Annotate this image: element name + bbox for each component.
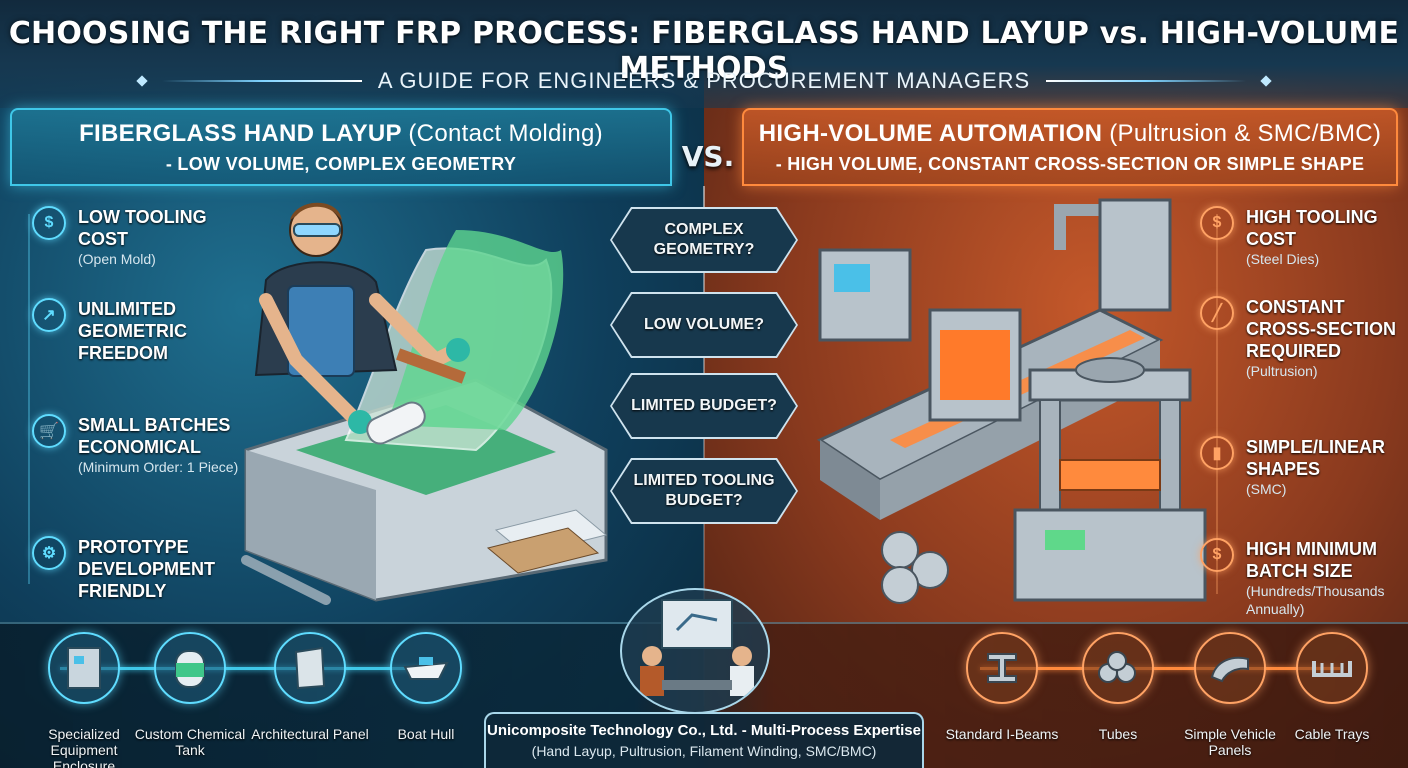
app-chemical-tank: Custom Chemical Tank <box>130 632 250 758</box>
right-connector-line <box>980 667 1340 670</box>
question-limited-tooling-budget: LIMITED TOOLING BUDGET? <box>612 460 796 522</box>
feature-high-tooling-cost: $ HIGH TOOLING COST (Steel Dies) <box>1200 206 1400 268</box>
right-feature-rail <box>1216 214 1218 594</box>
boat-icon <box>390 632 462 704</box>
app-label: Standard I-Beams <box>945 726 1059 742</box>
feature-geometric-freedom: ↗ UNLIMITED GEOMETRIC FREEDOM <box>32 298 222 364</box>
feature-title: CONSTANT CROSS-SECTION REQUIRED <box>1246 297 1397 361</box>
feature-title: SMALL BATCHES ECONOMICAL <box>78 415 231 457</box>
diamond-icon <box>1260 75 1272 87</box>
hand-layup-illustration <box>241 202 608 605</box>
tubes-icon <box>1082 632 1154 704</box>
feature-small-batches: 🛒 SMALL BATCHES ECONOMICAL (Minimum Orde… <box>32 414 242 476</box>
feature-subtitle: (Open Mold) <box>78 251 156 267</box>
car-panel-icon: ▮ <box>1200 436 1234 470</box>
hand-layup-title-paren: (Contact Molding) <box>408 120 603 147</box>
app-i-beams: Standard I-Beams <box>942 632 1062 742</box>
hand-layup-title-main: FIBERGLASS HAND LAYUP <box>79 120 402 147</box>
diamond-icon <box>136 75 148 87</box>
app-cable-trays: Cable Trays <box>1272 632 1392 742</box>
feature-high-min-batch: $ HIGH MINIMUM BATCH SIZE (Hundreds/Thou… <box>1200 538 1405 618</box>
automation-title-main: HIGH-VOLUME AUTOMATION <box>758 120 1103 147</box>
i-beam-icon <box>966 632 1038 704</box>
app-label: Tubes <box>1098 726 1138 742</box>
profile-icon: ╱ <box>1200 296 1234 330</box>
subtitle-row: A GUIDE FOR ENGINEERS & PROCUREMENT MANA… <box>0 68 1408 94</box>
question-complex-geometry: COMPLEX GEOMETRY? <box>612 209 796 271</box>
cable-tray-icon <box>1296 632 1368 704</box>
feature-subtitle: (Hundreds/Thousands Annually) <box>1246 583 1385 617</box>
feature-title: PROTOTYPE DEVELOPMENT FRIENDLY <box>78 537 216 601</box>
app-label: Simple Vehicle Panels <box>1184 726 1276 758</box>
question-low-volume: LOW VOLUME? <box>612 294 796 356</box>
prototype-icon: ⚙ <box>32 536 66 570</box>
company-processes: (Hand Layup, Pultrusion, Filament Windin… <box>531 743 877 759</box>
enclosure-icon <box>48 632 120 704</box>
automation-title: HIGH-VOLUME AUTOMATION (Pultrusion & SMC… <box>744 120 1396 148</box>
automation-title-paren: (Pultrusion & SMC/BMC) <box>1109 120 1382 147</box>
money-bag-icon: $ <box>1200 538 1234 572</box>
app-label: Boat Hull <box>397 726 455 742</box>
left-connector-line <box>60 667 440 670</box>
feature-subtitle: (Minimum Order: 1 Piece) <box>78 459 239 475</box>
vs-label: VS. <box>681 140 735 173</box>
divider-line <box>1046 80 1247 82</box>
app-label: Custom Chemical Tank <box>134 726 246 758</box>
divider-line <box>161 80 362 82</box>
question-limited-budget: LIMITED BUDGET? <box>612 375 796 437</box>
feature-title: LOW TOOLING COST <box>78 207 207 249</box>
feature-title: UNLIMITED GEOMETRIC FREEDOM <box>78 299 188 363</box>
panel-icon <box>274 632 346 704</box>
app-boat-hull: Boat Hull <box>366 632 486 742</box>
left-feature-rail <box>28 214 30 584</box>
dollar-gear-icon: $ <box>32 206 66 240</box>
cart-icon: 🛒 <box>32 414 66 448</box>
tank-icon <box>154 632 226 704</box>
automation-subtitle: - HIGH VOLUME, CONSTANT CROSS-SECTION OR… <box>775 154 1365 174</box>
feature-subtitle: (Pultrusion) <box>1246 363 1318 379</box>
app-label: Cable Trays <box>1294 726 1370 742</box>
vehicle-panel-icon <box>1194 632 1266 704</box>
feature-title: HIGH MINIMUM BATCH SIZE <box>1246 539 1377 581</box>
title-band <box>0 0 1408 108</box>
feature-low-tooling-cost: $ LOW TOOLING COST (Open Mold) <box>32 206 252 268</box>
app-equipment-enclosure: Specialized Equipment Enclosure <box>24 632 144 768</box>
feature-subtitle: (SMC) <box>1246 481 1287 497</box>
center-divider <box>703 186 705 706</box>
shield-dollar-icon: $ <box>1200 206 1234 240</box>
meeting-illustration <box>620 588 770 714</box>
geometry-icon: ↗ <box>32 298 66 332</box>
hand-layup-header: FIBERGLASS HAND LAYUP (Contact Molding) … <box>10 108 672 186</box>
app-label: Specialized Equipment Enclosure <box>48 726 120 768</box>
automation-header: HIGH-VOLUME AUTOMATION (Pultrusion & SMC… <box>742 108 1398 186</box>
hand-layup-title: FIBERGLASS HAND LAYUP (Contact Molding) <box>12 120 670 148</box>
feature-constant-cross-section: ╱ CONSTANT CROSS-SECTION REQUIRED (Pultr… <box>1200 296 1405 380</box>
feature-title: SIMPLE/LINEAR SHAPES <box>1246 437 1386 479</box>
page-subtitle: A GUIDE FOR ENGINEERS & PROCUREMENT MANA… <box>377 68 1031 93</box>
app-architectural-panel: Architectural Panel <box>250 632 370 742</box>
feature-subtitle: (Steel Dies) <box>1246 251 1320 267</box>
app-label: Architectural Panel <box>251 726 369 742</box>
hand-layup-subtitle: - LOW VOLUME, COMPLEX GEOMETRY <box>165 154 517 174</box>
feature-prototype: ⚙ PROTOTYPE DEVELOPMENT FRIENDLY <box>32 536 242 602</box>
company-banner: Unicomposite Technology Co., Ltd. - Mult… <box>484 712 924 768</box>
feature-title: HIGH TOOLING COST <box>1246 207 1378 249</box>
company-name: Unicomposite Technology Co., Ltd. - Mult… <box>487 722 921 739</box>
page-title: CHOOSING THE RIGHT FRP PROCESS: FIBERGLA… <box>8 16 1400 86</box>
app-tubes: Tubes <box>1058 632 1178 742</box>
feature-simple-shapes: ▮ SIMPLE/LINEAR SHAPES (SMC) <box>1200 436 1400 498</box>
app-vehicle-panels: Simple Vehicle Panels <box>1170 632 1290 758</box>
automation-illustration <box>816 198 1207 604</box>
